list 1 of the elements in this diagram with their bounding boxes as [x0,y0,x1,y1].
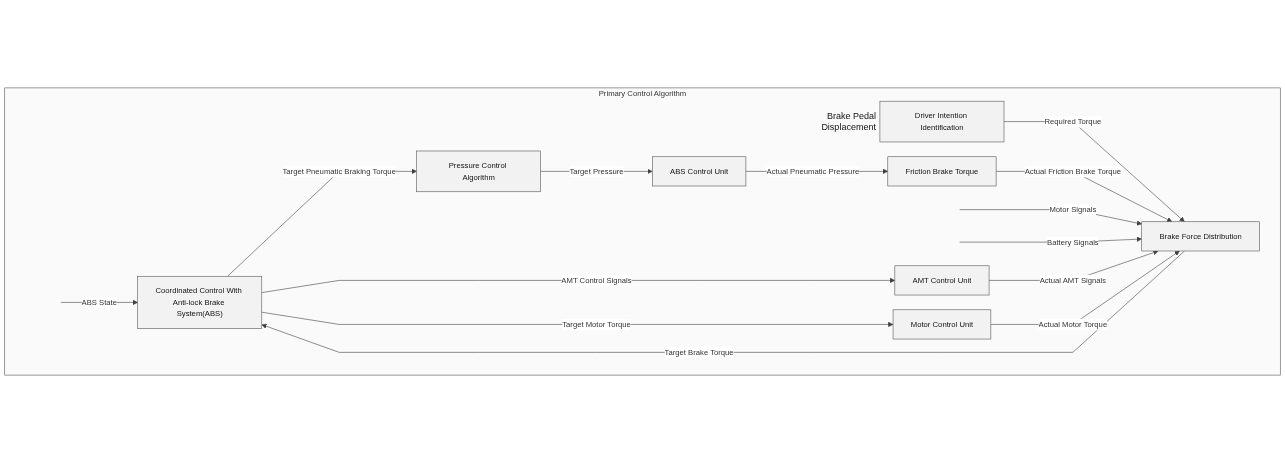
input-label: Brake Pedal Displacement [820,110,876,133]
